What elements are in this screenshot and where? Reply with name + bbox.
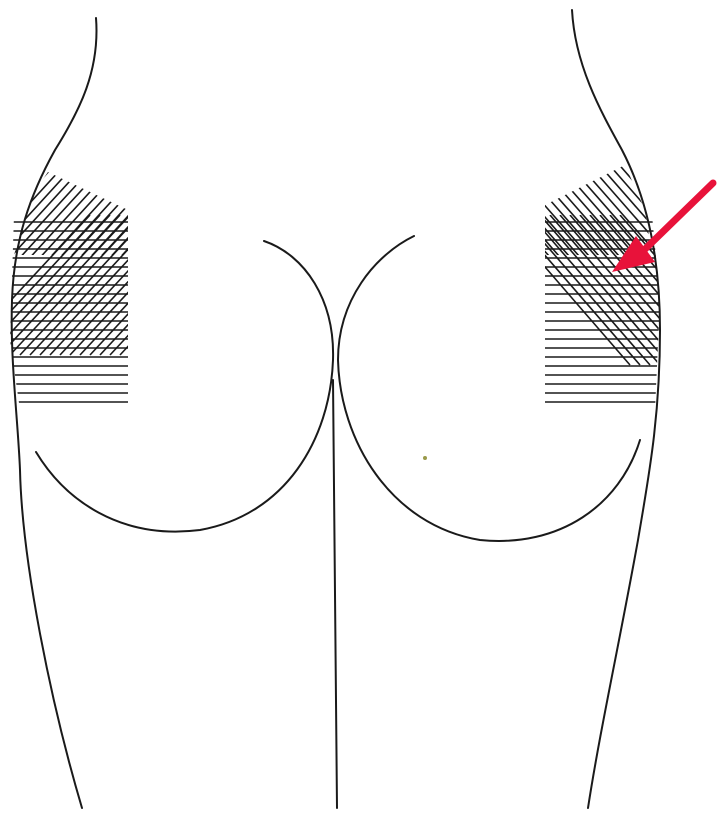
hatch-diagonal-line: [465, 160, 675, 400]
hatch-diagonal-line: [435, 160, 645, 400]
left-body-contour: [12, 18, 97, 808]
hatch-diagonal-line: [685, 160, 725, 400]
hatch-diagonal-line: [0, 170, 10, 400]
right-hatched-region: [425, 160, 725, 402]
hatch-diagonal-line: [615, 160, 725, 400]
hatch-diagonal-line: [425, 160, 635, 400]
hatch-diagonal-line: [560, 215, 690, 365]
hatch-diagonal-line: [505, 160, 715, 400]
right-buttock-curve: [338, 236, 640, 541]
hatch-diagonal-line: [445, 160, 655, 400]
hatch-diagonal-line: [580, 215, 710, 365]
hatch-diagonal-line: [455, 160, 665, 400]
hatch-diagonal-line: [540, 215, 670, 365]
hatch-diagonal-line: [600, 215, 725, 365]
right-body-contour: [572, 10, 660, 808]
hatch-diagonal-line: [110, 215, 240, 355]
hatch-diagonal-line: [485, 160, 695, 400]
hatch-diagonal-line: [475, 160, 685, 400]
hatch-diagonal-line: [655, 160, 725, 400]
gluteal-cleft-line: [333, 380, 337, 808]
left-hatched-region: [0, 170, 250, 402]
hatch-diagonal-line: [120, 215, 250, 355]
hatch-diagonal-line: [495, 160, 705, 400]
hatch-diagonal-line: [605, 160, 725, 400]
hatch-diagonal-line: [515, 160, 725, 400]
hatch-diagonal-line: [610, 215, 725, 365]
small-dot: [423, 456, 427, 460]
hatch-diagonal-line: [705, 160, 725, 400]
